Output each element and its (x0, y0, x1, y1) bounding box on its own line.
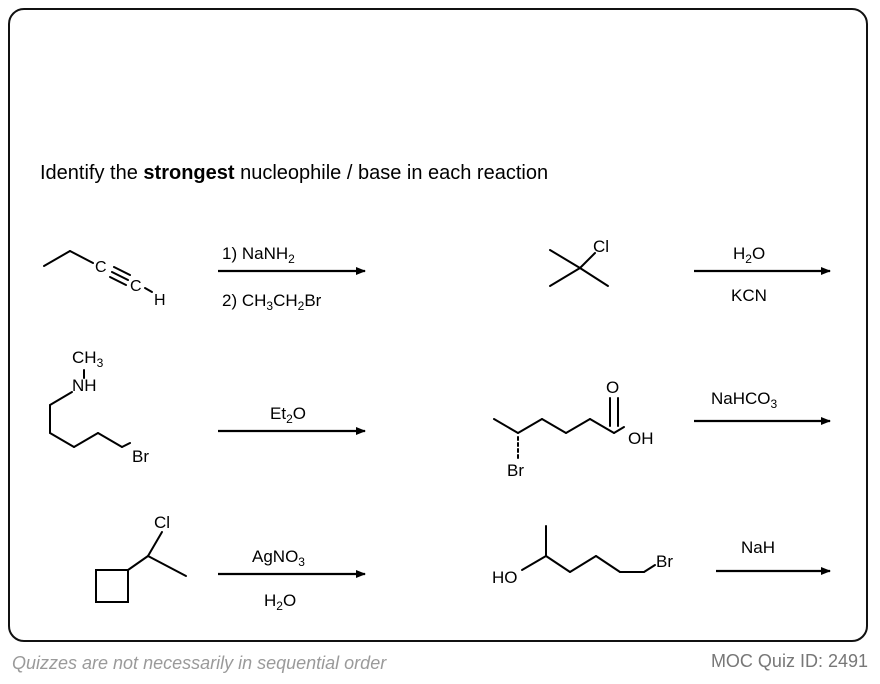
reagent-label: 2) CH3CH2Br (222, 291, 322, 313)
question-prompt: Identify the strongest nucleophile / bas… (40, 162, 548, 185)
reaction-arrow-4: NaHCO3 (694, 389, 831, 425)
reagent-label: Et2O (270, 404, 306, 426)
molecule-chloroethyl-cyclobutane: Cl (95, 513, 187, 603)
atom-methyl: CH3 (72, 348, 104, 370)
prompt-after: nucleophile / base in each reaction (234, 162, 549, 184)
atom-cl: Cl (154, 513, 170, 532)
reaction-arrow-3: Et2O (218, 404, 366, 435)
atom-ho: HO (492, 568, 518, 587)
molecule-bromo-acid: O OH Br (493, 378, 654, 480)
reaction-arrow-5: AgNO3 H2O (218, 547, 366, 613)
molecule-bromo-alcohol: HO Br (492, 525, 673, 587)
reagent-label: NaHCO3 (711, 389, 778, 411)
reaction-arrow-6: NaH (716, 538, 831, 575)
quiz-id-label: MOC Quiz ID: 2491 (710, 651, 868, 671)
atom-h: H (154, 292, 166, 309)
reagent-label: NaH (741, 538, 775, 557)
reaction-arrow-1: 1) NaNH2 2) CH3CH2Br (218, 244, 366, 313)
quiz-card (8, 8, 868, 642)
atom-nh: NH (72, 376, 97, 395)
prompt-before: Identify the (40, 162, 144, 184)
molecule-bromo-amine: CH3 NH Br (49, 348, 149, 466)
atom-o: O (606, 378, 619, 397)
molecule-tert-butyl-chloride: Cl (549, 237, 609, 287)
reagent-label: KCN (731, 286, 767, 305)
atom-br: Br (132, 447, 149, 466)
atom-oh: OH (628, 429, 654, 448)
atom-br: Br (507, 461, 524, 480)
reagent-label: H2O (733, 244, 765, 266)
reagent-label: H2O (264, 591, 296, 613)
prompt-emphasis: strongest (143, 162, 235, 184)
footer-note: Quizzes are not necessarily in sequentia… (12, 653, 387, 673)
atom-c: C (130, 278, 142, 295)
reagent-label: 1) NaNH2 (222, 244, 295, 266)
atom-c: C (95, 259, 107, 276)
atom-br: Br (656, 552, 673, 571)
molecule-butyne: C C H (43, 250, 166, 309)
reaction-arrow-2: H2O KCN (694, 244, 831, 305)
atom-cl: Cl (593, 237, 609, 256)
reagent-label: AgNO3 (252, 547, 305, 569)
